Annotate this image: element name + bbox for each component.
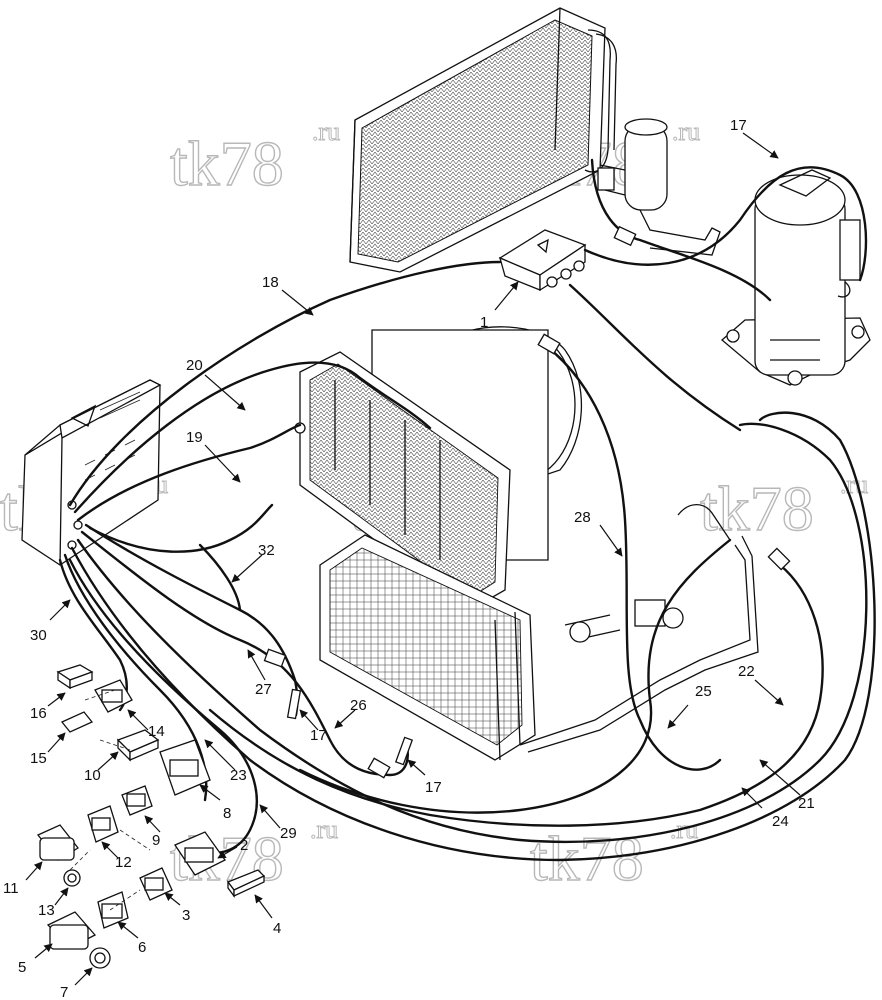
callout-25: 24 bbox=[772, 813, 789, 830]
harness-29 bbox=[543, 343, 722, 771]
callout-32: 32 bbox=[258, 542, 275, 559]
part-15 bbox=[60, 711, 94, 733]
callout-2: 2 bbox=[240, 837, 248, 854]
callout-16: 16 bbox=[30, 705, 47, 722]
harness-26 bbox=[298, 538, 732, 814]
evaporator-illustration bbox=[294, 326, 759, 761]
condenser-coil-illustration bbox=[349, 7, 618, 273]
callout-13: 13 bbox=[38, 902, 55, 919]
callout-11: 11 bbox=[3, 880, 19, 897]
watermark-1: tk78 .ru bbox=[169, 117, 340, 200]
callout-9: 9 bbox=[152, 832, 160, 849]
harness-25 bbox=[70, 411, 876, 862]
callout-23: 22 bbox=[738, 663, 755, 680]
svg-text:tk78: tk78 bbox=[700, 473, 814, 544]
callout-12: 12 bbox=[115, 854, 132, 871]
callout-4: 4 bbox=[273, 920, 281, 937]
receiver-tank-illustration bbox=[597, 118, 721, 256]
callout-17-upper: 17 bbox=[310, 727, 327, 744]
callout-29: 28 bbox=[574, 509, 591, 526]
harness-23 bbox=[208, 563, 824, 827]
callout-8: 8 bbox=[223, 805, 231, 822]
callout-27: 26 bbox=[350, 697, 367, 714]
callout-17-lower: 17 bbox=[425, 779, 442, 796]
harness-18b bbox=[590, 158, 772, 302]
leader-lines-group bbox=[25, 132, 801, 986]
harness-32 bbox=[88, 503, 274, 553]
watermark-5: tk78 .ru bbox=[699, 470, 868, 545]
callout-7: 7 bbox=[60, 984, 68, 1000]
callout-28: 27 bbox=[255, 681, 272, 698]
harness-22 bbox=[76, 422, 868, 844]
svg-text:.ru: .ru bbox=[310, 815, 338, 844]
callout-6: 6 bbox=[138, 939, 146, 956]
harness-32b bbox=[198, 543, 242, 612]
callout-14: 14 bbox=[148, 723, 165, 740]
harness-29b bbox=[568, 283, 742, 432]
callout-31: 30 bbox=[30, 627, 47, 644]
callout-21: 20 bbox=[186, 357, 203, 374]
harness-30 bbox=[68, 558, 258, 854]
callout-labels-group: 1 17 18 20 19 32 30 28 22 25 21 24 26 27… bbox=[3, 117, 815, 1000]
callout-1: 1 bbox=[480, 314, 488, 331]
harness-18 bbox=[583, 166, 868, 282]
harness-21 bbox=[73, 361, 432, 514]
callout-15: 15 bbox=[30, 750, 47, 767]
harness-27 bbox=[80, 530, 409, 777]
callout-19: 18 bbox=[262, 274, 279, 291]
callout-20: 19 bbox=[186, 429, 203, 446]
compressor-illustration bbox=[721, 169, 871, 386]
callout-26: 25 bbox=[695, 683, 712, 700]
callout-24: 23 bbox=[230, 767, 247, 784]
harness-20 bbox=[76, 423, 302, 522]
callout-3: 3 bbox=[182, 907, 190, 924]
callout-30: 29 bbox=[280, 825, 297, 842]
callout-18: 17 bbox=[730, 117, 747, 134]
junction-box-illustration bbox=[498, 229, 587, 292]
svg-text:.ru: .ru bbox=[672, 117, 700, 146]
callout-10: 10 bbox=[84, 767, 101, 784]
connector-parts-group bbox=[36, 664, 266, 969]
callout-5: 5 bbox=[18, 959, 26, 976]
svg-text:tk78: tk78 bbox=[170, 128, 284, 199]
callout-22: 21 bbox=[798, 795, 815, 812]
svg-text:.ru: .ru bbox=[312, 117, 340, 146]
